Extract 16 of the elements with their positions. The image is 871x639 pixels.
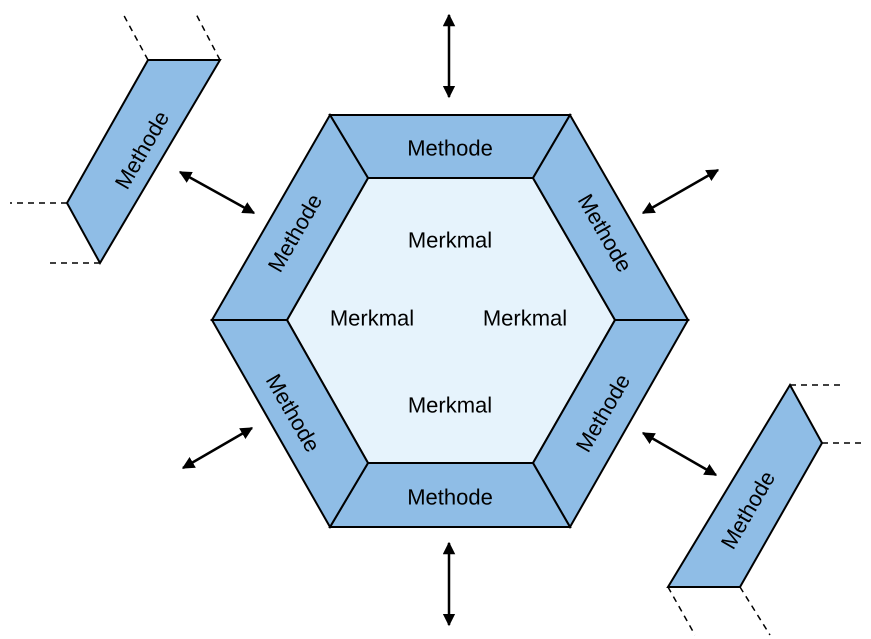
external-method-parallelogram <box>66 59 222 266</box>
double-arrow <box>182 426 254 470</box>
attribute-label: Merkmal <box>330 306 414 330</box>
external-method-parallelogram <box>666 383 824 588</box>
double-arrow <box>178 170 256 214</box>
attribute-label: Merkmal <box>408 228 492 252</box>
method-label: Methode <box>407 484 493 510</box>
attribute-label: Merkmal <box>482 306 568 330</box>
double-arrow <box>442 542 456 626</box>
method-segment <box>328 114 572 179</box>
method-segment <box>328 462 572 528</box>
double-arrow <box>642 168 720 214</box>
method-label: Methode <box>407 136 493 160</box>
attribute-label: Merkmal <box>408 392 492 418</box>
double-arrow <box>442 14 456 98</box>
double-arrow <box>642 432 718 476</box>
